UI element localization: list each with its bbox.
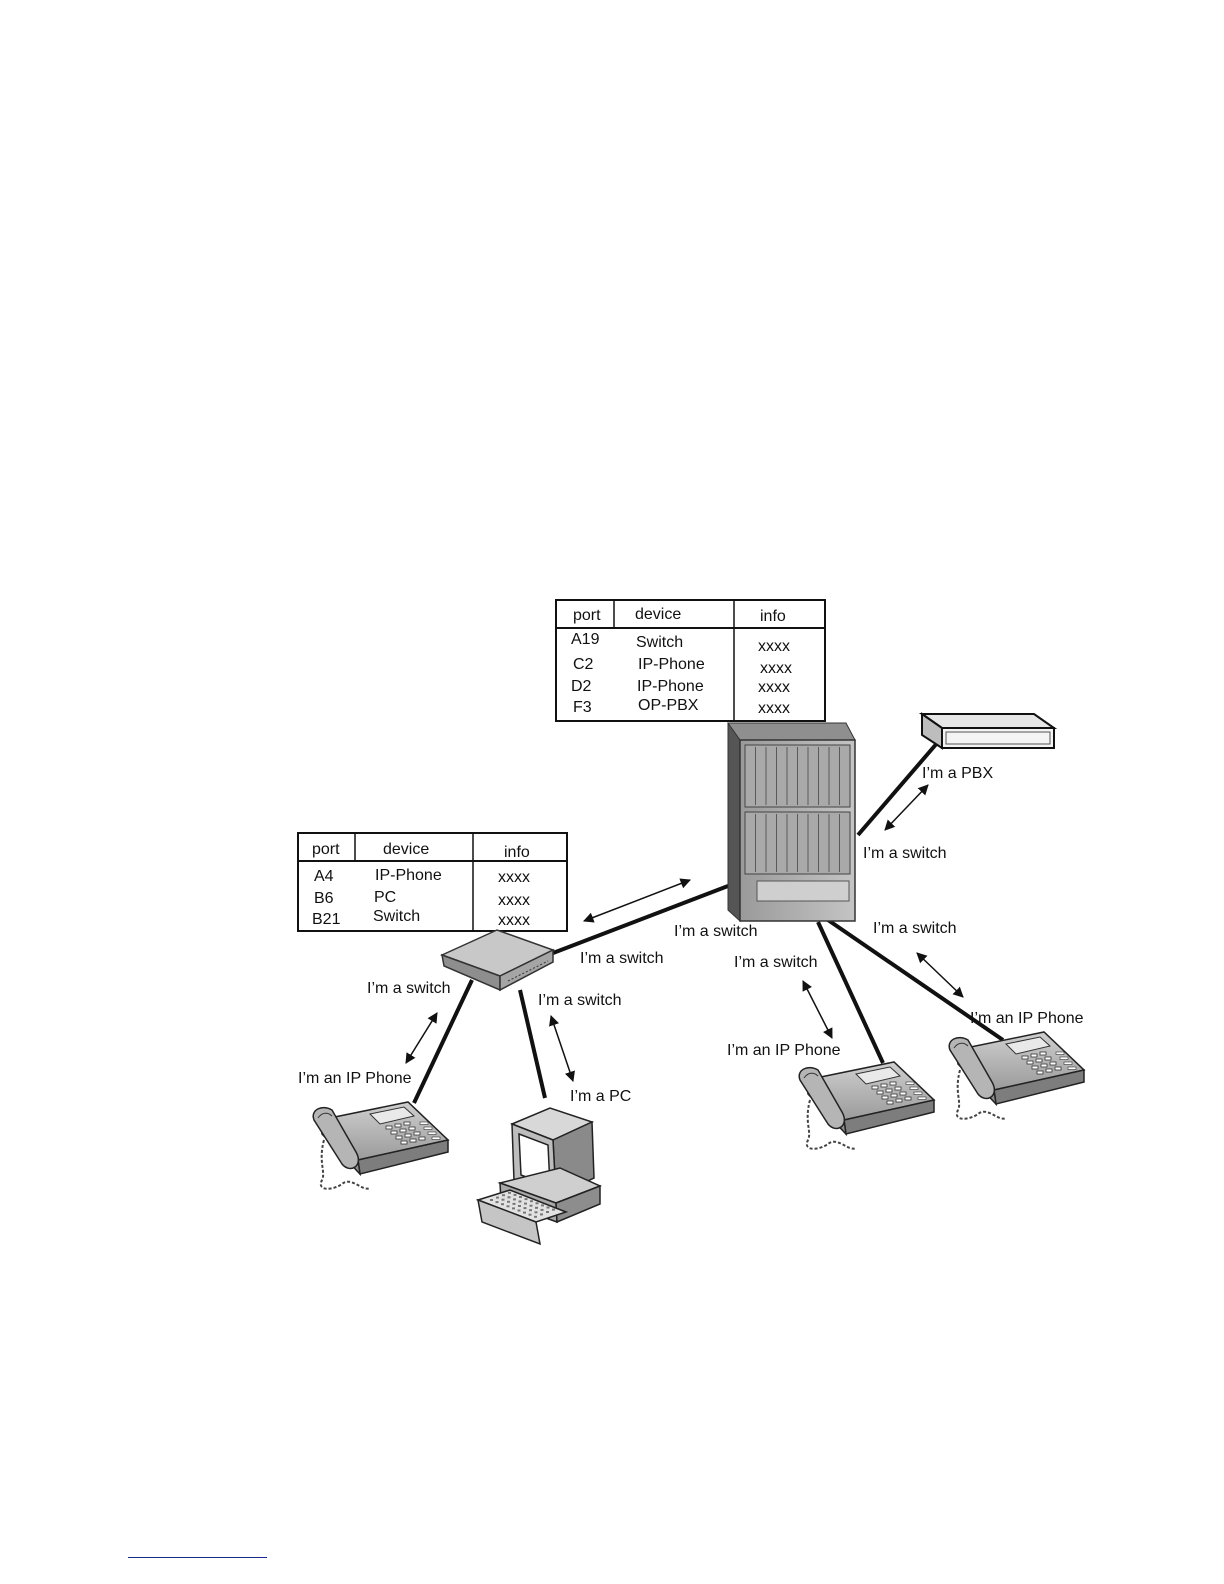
core-table-cell: Switch: [636, 634, 683, 651]
edge-table-cell: IP-Phone: [375, 867, 442, 884]
edge-table-header-info: info: [504, 844, 530, 861]
edge-switch-table: port device info A4 IP-Phone xxxx B6 PC …: [297, 832, 568, 932]
core-table-header-port: port: [573, 607, 601, 624]
ip-phone-icon: [948, 1031, 1086, 1120]
arrow-core-phone-right: [916, 952, 964, 998]
link-edge-phone: [412, 979, 474, 1104]
edge-table-cell: xxxx: [498, 892, 530, 909]
core-table-header-info: info: [760, 608, 786, 625]
link-core-phone-mid: [816, 921, 885, 1064]
label-pbx: I’m a PBX: [922, 765, 993, 782]
core-table-cell: xxxx: [758, 679, 790, 696]
core-table-cell: xxxx: [760, 660, 792, 677]
edge-table-header-port: port: [312, 841, 340, 858]
core-table-header-device: device: [635, 606, 681, 623]
edge-table-cell: A4: [314, 868, 334, 885]
edge-table-cell: PC: [374, 889, 396, 906]
label-edge-to-pc: I’m a switch: [538, 992, 622, 1009]
footnote-rule: [128, 1557, 267, 1558]
pc-icon: [475, 1107, 602, 1246]
arrow-core-edge: [583, 878, 691, 923]
core-table-cell: D2: [571, 678, 592, 695]
label-phone-mid: I’m an IP Phone: [727, 1042, 841, 1059]
arrow-edge-phone: [405, 1012, 438, 1064]
ip-phone-icon: [798, 1061, 936, 1150]
core-table-cell: IP-Phone: [637, 678, 704, 695]
discovery-arrows: [405, 784, 964, 1082]
ip-phone-icon: [312, 1101, 450, 1190]
edge-table-cell: xxxx: [498, 912, 530, 929]
core-switch-table: port device info A19 Switch xxxx C2 IP-P…: [555, 599, 826, 722]
label-core-to-edge: I’m a switch: [674, 923, 758, 940]
keyboard-keys: [490, 1191, 555, 1218]
core-switch-icon: [727, 722, 856, 923]
link-core-pbx: [856, 740, 940, 837]
edge-table-header-device: device: [383, 841, 429, 858]
core-table-cell: F3: [573, 699, 592, 716]
edge-table-cell: Switch: [373, 908, 420, 925]
edge-table-cell: xxxx: [498, 869, 530, 886]
edge-table-cell: B21: [312, 911, 341, 928]
diagram-labels: I’m a PBX I’m a switch I’m a switch I’m …: [298, 765, 1084, 1105]
label-edge-to-phone: I’m a switch: [367, 980, 451, 997]
core-table-cell: C2: [573, 656, 594, 673]
core-table-cell: xxxx: [758, 700, 790, 717]
link-edge-pc: [518, 989, 547, 1099]
label-core-to-phone-right: I’m a switch: [873, 920, 957, 937]
link-core-edge: [539, 884, 729, 960]
core-table-cell: OP-PBX: [638, 697, 699, 714]
link-core-phone-right: [826, 918, 1005, 1042]
label-pc: I’m a PC: [570, 1088, 631, 1105]
arrow-core-phone-mid: [802, 980, 833, 1039]
label-edge-to-core: I’m a switch: [580, 950, 664, 967]
arrow-core-pbx: [884, 784, 929, 831]
edge-switch-icon: [440, 929, 555, 992]
label-phone-left: I’m an IP Phone: [298, 1070, 412, 1087]
core-table-cell: A19: [571, 631, 600, 648]
label-core-to-pbx: I’m a switch: [863, 845, 947, 862]
edge-table-cell: B6: [314, 890, 334, 907]
arrow-edge-pc: [549, 1015, 575, 1082]
core-table-cell: IP-Phone: [638, 656, 705, 673]
label-core-to-phone-mid: I’m a switch: [734, 954, 818, 971]
label-phone-right: I’m an IP Phone: [970, 1010, 1084, 1027]
rack-slots: [755, 747, 840, 872]
core-table-cell: xxxx: [758, 638, 790, 655]
pbx-icon: [918, 712, 1058, 750]
